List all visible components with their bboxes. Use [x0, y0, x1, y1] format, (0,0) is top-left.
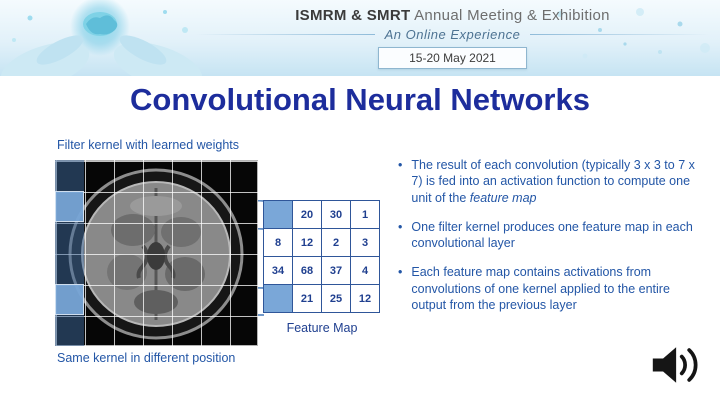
feature-map-cell — [263, 200, 293, 229]
feature-map-cell: 68 — [292, 256, 322, 285]
bullet-icon: • — [398, 219, 403, 234]
bullet-icon: • — [398, 158, 403, 172]
subtitle-rule-left — [195, 34, 375, 35]
list-item: • One filter kernel produces one feature … — [398, 219, 696, 252]
kernel-grid-overlay — [55, 160, 258, 346]
feature-map-cell: 8 — [263, 228, 293, 257]
feature-map-cell: 12 — [350, 284, 380, 313]
feature-map-cell: 30 — [321, 200, 351, 229]
filter-kernel-label: Filter kernel with learned weights — [57, 138, 240, 152]
bullet-icon: • — [398, 265, 403, 280]
feature-map-cell: 1 — [350, 200, 380, 229]
kernel-highlight-top — [55, 191, 84, 222]
brain-mri-image — [55, 160, 258, 346]
conference-subtitle-row: An Online Experience — [195, 27, 710, 42]
feature-map-cell: 4 — [350, 256, 380, 285]
feature-map-cell: 37 — [321, 256, 351, 285]
list-item: • Each feature map contains activations f… — [398, 264, 696, 313]
bullet-text: The result of each convolution (typicall… — [411, 158, 695, 205]
kernel-highlight-bottom — [55, 284, 84, 315]
conference-title: ISMRM & SMRT Annual Meeting & Exhibition — [195, 7, 710, 24]
feature-map-cell: 3 — [350, 228, 380, 257]
conference-subtitle: An Online Experience — [384, 27, 521, 42]
subtitle-rule-right — [530, 34, 710, 35]
feature-map-cell: 20 — [292, 200, 322, 229]
conference-date-box: 15-20 May 2021 — [378, 47, 527, 69]
kernel-position-label: Same kernel in different position — [57, 351, 236, 365]
page-title: Convolutional Neural Networks — [130, 82, 590, 117]
feature-map-cell: 12 — [292, 228, 322, 257]
hands-brain-image — [0, 0, 203, 76]
speaker-audio-icon[interactable] — [650, 340, 706, 390]
bullet-text: Each feature map contains activations fr… — [411, 265, 670, 312]
kernel-column-tint — [55, 160, 84, 346]
header-text-block: ISMRM & SMRT Annual Meeting & Exhibition… — [195, 7, 710, 69]
bullet-text-italic: feature map — [469, 190, 537, 205]
header-sparkles — [557, 8, 710, 59]
conference-title-rest: Annual Meeting & Exhibition — [410, 7, 610, 24]
list-item: • The result of each convolution (typical… — [398, 157, 696, 206]
feature-map-caption: Feature Map — [286, 321, 358, 335]
bullet-list: • The result of each convolution (typical… — [398, 157, 696, 326]
conference-title-bold: ISMRM & SMRT — [295, 7, 411, 24]
header-banner: ISMRM & SMRT Annual Meeting & Exhibition… — [0, 0, 720, 76]
feature-map-cell: 21 — [292, 284, 322, 313]
feature-map-cell — [263, 284, 293, 313]
bullet-text: One filter kernel produces one feature m… — [411, 219, 693, 250]
feature-map-cell: 2 — [321, 228, 351, 257]
feature-map-cell: 34 — [263, 256, 293, 285]
feature-map-cell: 25 — [321, 284, 351, 313]
